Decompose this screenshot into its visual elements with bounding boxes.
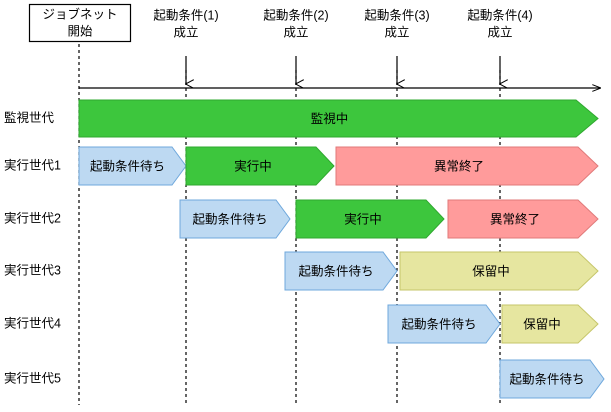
jobnet-start-line2: 開始 [67,24,93,38]
row-label-2: 実行世代1 [4,157,61,172]
marker-label-4-line1: 起動条件(4) [467,8,532,22]
bar-label-2-3: 異常終了 [434,158,484,173]
bar-label-4-1: 起動条件待ち [298,264,373,278]
row-label-1: 監視世代 [4,110,55,125]
bar-4-2-yellow [399,251,599,291]
bar-label-2-2: 実行中 [234,158,272,173]
bar-label-4-2: 保留中 [472,263,510,278]
row-label-3: 実行世代2 [4,210,61,225]
bar-1-1-green [78,99,599,138]
bar-3-1-blue [179,199,291,239]
row-label-6: 実行世代5 [4,370,61,385]
marker-label-4-line2: 成立 [487,24,512,39]
jobnet-start-line1: ジョブネット [42,6,117,21]
bar-label-6-1: 起動条件待ち [509,372,584,386]
row-label-4: 実行世代3 [4,262,61,277]
bar-label-3-2: 実行中 [344,211,382,226]
bar-label-2-1: 起動条件待ち [90,159,165,173]
bar-2-2-green [185,146,335,186]
bar-label-3-3: 異常終了 [490,211,540,226]
bar-4-1-blue [284,251,398,291]
bar-5-2-yellow [501,304,599,344]
bar-3-2-green [295,199,445,239]
bar-label-3-1: 起動条件待ち [192,212,267,226]
bar-2-3-pink [335,146,599,186]
bar-label-5-1: 起動条件待ち [401,317,476,331]
bar-2-1-blue [78,146,187,186]
marker-label-1-line1: 起動条件(1) [153,8,218,22]
row-label-5: 実行世代4 [4,315,61,330]
marker-label-2-line2: 成立 [283,24,308,39]
bar-5-1-blue [387,304,501,344]
marker-label-1-line2: 成立 [173,24,198,39]
marker-label-3-line2: 成立 [384,24,409,39]
marker-label-3-line1: 起動条件(3) [364,8,429,22]
bar-6-1-blue [499,359,605,399]
bar-label-5-2: 保留中 [523,316,561,331]
bars-layer: 監視中起動条件待ち実行中異常終了起動条件待ち実行中異常終了起動条件待ち保留中起動… [78,99,605,399]
axis-layer [79,56,600,88]
marker-label-2-line1: 起動条件(2) [263,8,328,22]
jobnet-start-box [28,3,132,43]
bar-3-3-pink [447,199,599,239]
bar-label-1-1: 監視中 [311,111,349,126]
